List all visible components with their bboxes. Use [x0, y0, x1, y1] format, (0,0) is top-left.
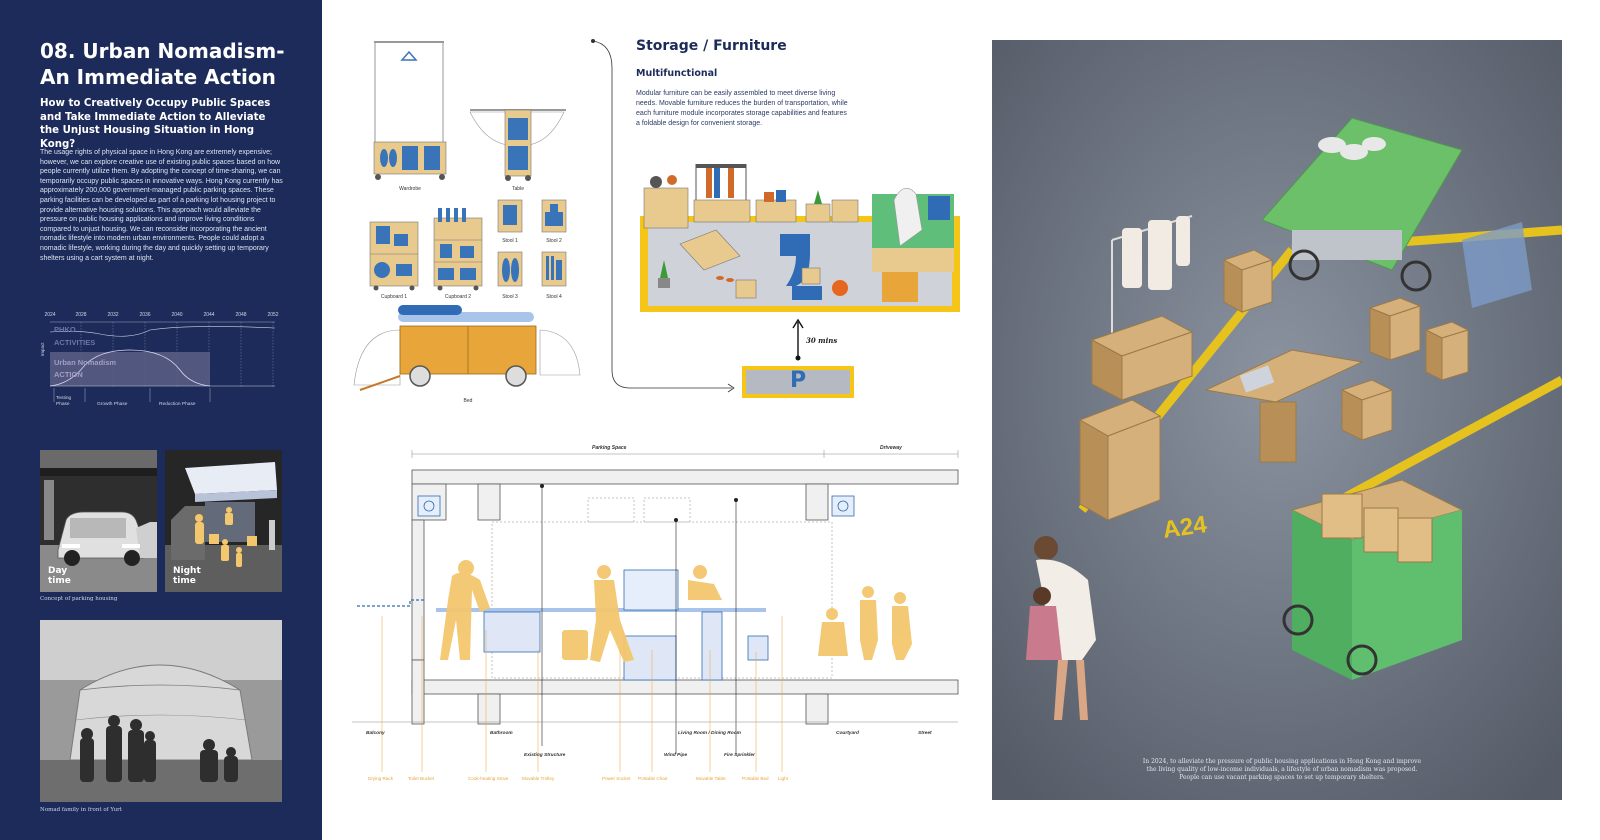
label-wardrobe: Wardrobe — [399, 186, 421, 192]
label-table: Table — [512, 186, 524, 192]
label-street: Street — [918, 730, 932, 736]
daytime-photo — [40, 450, 157, 592]
label-cupboard-1: Cupboard 1 — [381, 294, 407, 300]
label-bed: Bed — [464, 398, 473, 404]
title-line-1: 08. Urban Nomadism- — [40, 39, 285, 63]
phase-testing-line-1: Testing — [56, 395, 72, 401]
band-2-line-2: ACTION — [54, 370, 83, 379]
day-label-line-2: time — [48, 576, 71, 586]
wardrobe-drawing — [373, 41, 447, 180]
label-light: Light — [778, 776, 789, 781]
bed-cart-drawing — [353, 305, 581, 391]
intro-paragraph: The usage rights of physical space in Ho… — [40, 149, 283, 262]
storage-title: Storage / Furniture — [636, 38, 787, 54]
label-portable-bed: Portable Bed — [742, 776, 769, 781]
connector-line — [591, 39, 735, 393]
parking-letter: P — [790, 368, 807, 393]
label-fire-sprinkler: Fire Sprinkler — [724, 752, 756, 758]
label-bathroom: Bathroom — [490, 730, 513, 736]
night-label: Night time — [173, 566, 201, 586]
timeline-year: 2048 — [235, 312, 246, 318]
render-caption: In 2024, to alleviate the pressure of pu… — [1142, 758, 1422, 781]
label-wind-pipe: Wind Pipe — [664, 752, 687, 758]
label-driveway: Driveway — [880, 445, 902, 451]
transform-arrow — [792, 318, 804, 361]
label-toilet-bucket: Toilet Bucket — [408, 776, 435, 781]
nighttime-photo — [165, 450, 282, 592]
label-courtyard: Courtyard — [836, 730, 860, 736]
band-2-line-1: Urban Nomadism — [54, 358, 116, 367]
title-line-2: An Immediate Action — [40, 65, 276, 89]
label-portable-chair: Portable Chair — [638, 776, 668, 781]
band-1-line-1: PHKO — [54, 325, 76, 334]
furniture-drawings: Wardrobe Table Cupboard 1 Cupboard 2 — [353, 41, 581, 404]
day-label-line-1: Day — [48, 566, 68, 576]
storage-subtitle: Multifunctional — [636, 68, 718, 79]
label-stool-1: Stool 1 — [502, 238, 518, 244]
day-label: Day time — [48, 566, 71, 586]
research-question: How to Creatively Occupy Public Spaces a… — [40, 98, 271, 150]
time-label: 30 mins — [806, 336, 838, 345]
parking-space-symbol: P — [742, 366, 854, 398]
cupboard-1-drawing — [369, 221, 419, 291]
night-label-line-1: Night — [173, 566, 201, 576]
label-cook-heating-stove: Cook-heating Stove — [468, 776, 509, 781]
y-axis-label: Impact — [40, 342, 45, 356]
storage-body: Modular furniture can be easily assemble… — [636, 90, 848, 127]
table-drawing — [469, 109, 566, 181]
label-movable-trolley: Movable Trolley — [522, 776, 555, 781]
label-balcony: Balcony — [366, 730, 385, 736]
timeline-year: 2040 — [171, 312, 182, 318]
sidebar-panel: 08. Urban Nomadism- An Immediate Action … — [0, 0, 322, 840]
label-drying-rack: Drying Rack — [368, 776, 394, 781]
timeline-year: 2024 — [44, 312, 55, 318]
label-existing-structure: Existing Structure — [524, 752, 566, 758]
label-stool-2: Stool 2 — [546, 238, 562, 244]
timeline-diagram: 2024 2028 2032 2036 2040 2044 2048 2052 … — [40, 312, 279, 407]
floor-mark: A24 — [1161, 511, 1209, 544]
assembly-plan-drawing — [640, 164, 960, 312]
cupboard-2-drawing — [433, 208, 483, 291]
stool-drawings — [497, 199, 567, 287]
timeline-year: 2028 — [75, 312, 86, 318]
label-cupboard-2: Cupboard 2 — [445, 294, 471, 300]
label-parking-space: Parking Space — [592, 445, 627, 451]
phase-testing-line-2: Phase — [56, 401, 70, 407]
timeline-year: 2032 — [107, 312, 118, 318]
timeline-year: 2052 — [267, 312, 278, 318]
label-stool-4: Stool 4 — [546, 294, 562, 300]
page-title: 08. Urban Nomadism- An Immediate Action — [40, 38, 310, 90]
rendering-image: A24 — [992, 40, 1562, 800]
phase-growth: Growth Phase — [97, 401, 128, 407]
timeline-year: 2044 — [203, 312, 214, 318]
phase-reduction: Reduction Phase — [159, 401, 196, 407]
yurt-photo — [40, 620, 282, 802]
label-stool-3: Stool 3 — [502, 294, 518, 300]
section-drawing: Parking Space Driveway — [352, 445, 959, 781]
timeline-year: 2036 — [139, 312, 150, 318]
concept-caption: Concept of parking housing — [40, 596, 118, 602]
label-movable-table: Movable Table — [696, 776, 726, 781]
band-1-line-2: ACTIVITIES — [54, 338, 95, 347]
nomad-caption: Nomad family in front of Yurt — [40, 807, 122, 813]
label-power-socket: Power Socket — [602, 776, 631, 781]
night-label-line-2: time — [173, 576, 196, 586]
